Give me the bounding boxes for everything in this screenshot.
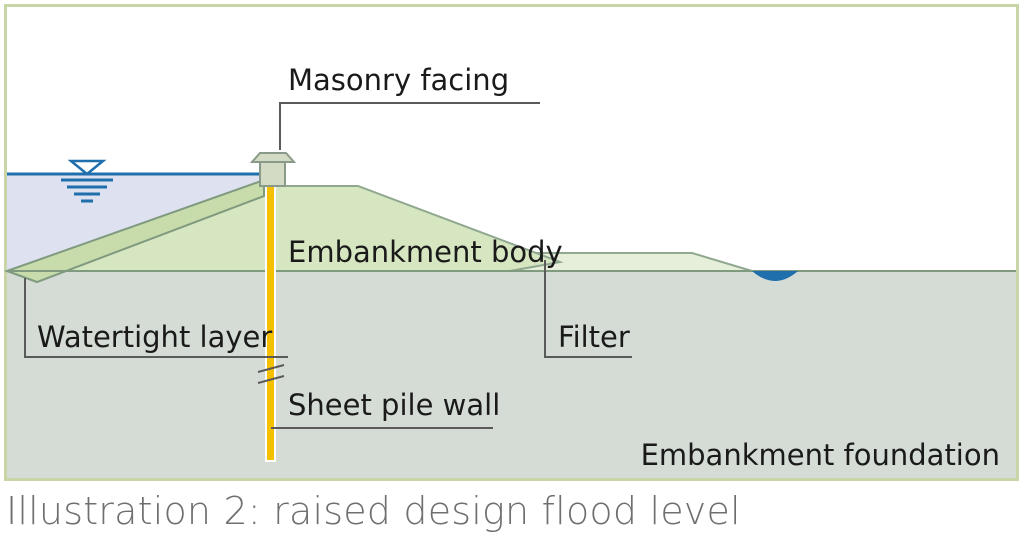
leader-lines — [24, 102, 632, 429]
watertight-layer-area — [4, 178, 265, 284]
flood-embankment-diagram: Masonry facing Embankment body Watertigh… — [4, 4, 1019, 481]
sheet-pile-wall — [265, 169, 276, 462]
drainage-ditch — [752, 271, 798, 281]
sheet-pile-break-mark — [257, 364, 285, 384]
water-level-symbol-icon — [61, 159, 113, 203]
label-embankment-foundation: Embankment foundation — [641, 438, 1000, 472]
embankment-foundation-area — [7, 271, 1016, 478]
label-masonry-facing: Masonry facing — [288, 63, 509, 97]
watertight-layer-leader — [24, 278, 288, 358]
figure-caption: Illustration 2: raised design flood leve… — [6, 489, 741, 533]
label-embankment-body: Embankment body — [288, 235, 563, 269]
filter-leader — [544, 260, 632, 358]
label-sheet-pile-wall: Sheet pile wall — [288, 388, 500, 422]
masonry-facing-leader — [279, 102, 540, 150]
masonry-facing — [249, 152, 297, 187]
label-filter: Filter — [558, 320, 630, 354]
label-watertight-layer: Watertight layer — [37, 320, 272, 354]
water-area — [7, 174, 268, 271]
